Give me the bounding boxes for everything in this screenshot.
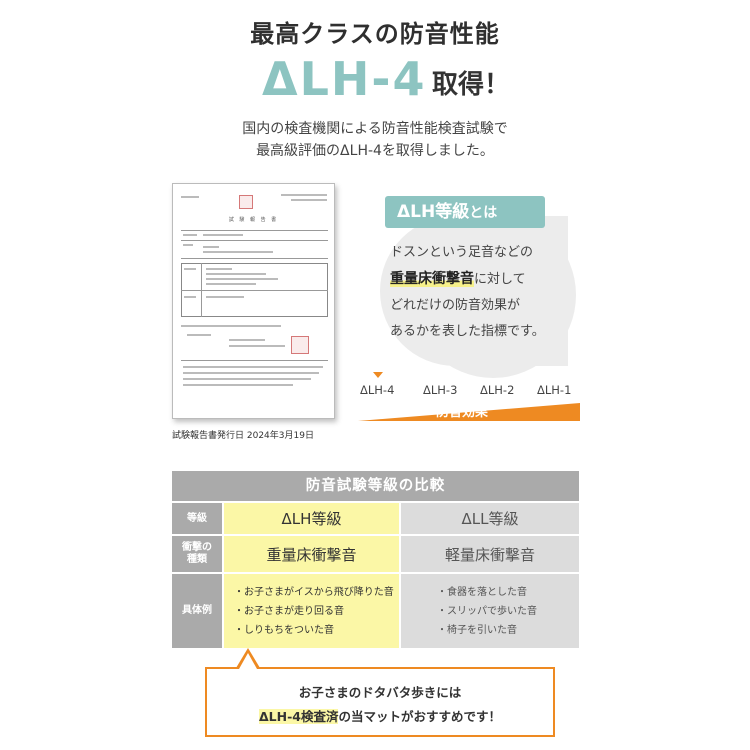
dlh-tag-main: ΔLH等級: [397, 202, 470, 222]
row-header-impact-type: 衝撃の 種類: [172, 536, 222, 572]
intro-text: 国内の検査機関による防音性能検査試験で 最高級評価のΔLH-4を取得しました。: [0, 118, 750, 162]
seal-bottom: [291, 336, 309, 354]
level-marker-icon: [373, 372, 383, 378]
report-title: 試 験 報 告 書: [228, 217, 279, 223]
light-example-item: ・スリッパで歩いた音: [437, 605, 537, 617]
expl-line-3: どれだけの防音効果が: [390, 298, 521, 313]
page-title: 最高クラスの防音性能: [250, 20, 500, 48]
row-header-impact-type-1: 衝撃の: [182, 542, 212, 553]
heavy-examples-cell: ・お子さまがイスから飛び降りた音 ・お子さまが走り回る音 ・しりもちをついた音: [224, 574, 399, 648]
seal-top: [239, 195, 253, 209]
comparison-table-title: 防音試験等級の比較: [172, 471, 579, 501]
dlh-tag-suffix: とは: [469, 205, 498, 221]
effect-label: 防音効果: [436, 405, 489, 420]
grade-heading: ΔLH-4: [262, 52, 427, 106]
dlh-grade-cell: ΔLH等級: [224, 503, 399, 534]
level-dlh3: ΔLH-3: [423, 383, 458, 397]
row-header-impact-type-2: 種類: [187, 554, 207, 565]
heavy-example-item: ・しりもちをついた音: [234, 624, 334, 636]
level-dlh1: ΔLH-1: [537, 383, 572, 397]
obtained-label: 取得！: [432, 70, 511, 100]
expl-line-4: あるかを表した指標です。: [390, 324, 545, 339]
recommendation-callout: [205, 667, 555, 737]
expl-highlight: 重量床衝撃音: [390, 271, 474, 287]
dlh-explanation: ドスンという足音などの 重量床衝撃音に対して どれだけの防音効果が あるかを表し…: [390, 240, 590, 345]
level-dlh2: ΔLH-2: [480, 383, 515, 397]
heavy-impact-cell: 重量床衝撃音: [224, 536, 399, 572]
light-example-item: ・食器を落とした音: [437, 586, 527, 598]
test-report-image: 試 験 報 告 書: [172, 183, 335, 419]
callout-highlight: ΔLH-4検査済: [258, 709, 339, 724]
dlh-definition-tag: ΔLH等級とは: [385, 196, 545, 228]
report-caption: 試験報告書発行日 2024年3月19日: [172, 431, 314, 441]
intro-line-1: 国内の検査機関による防音性能検査試験で: [242, 121, 508, 137]
row-header-grade: 等級: [172, 503, 222, 534]
expl-line-1: ドスンという足音などの: [390, 245, 534, 260]
callout-line-2: ΔLH-4検査済の当マットがおすすめです！: [205, 706, 555, 725]
light-example-item: ・椅子を引いた音: [437, 624, 517, 636]
effect-low-label: 低: [565, 407, 576, 420]
light-examples-cell: ・食器を落とした音 ・スリッパで歩いた音 ・椅子を引いた音: [401, 574, 579, 648]
callout-pointer-inner: [239, 653, 257, 669]
heavy-example-item: ・お子さまが走り回る音: [234, 605, 344, 617]
callout-line-2-rest: の当マットがおすすめです！: [338, 709, 501, 724]
row-header-examples: 具体例: [172, 574, 222, 648]
level-dlh4: ΔLH-4: [360, 383, 395, 397]
dll-grade-cell: ΔLL等級: [401, 503, 579, 534]
intro-line-2: 最高級評価のΔLH-4を取得しました。: [256, 143, 494, 159]
heavy-example-item: ・お子さまがイスから飛び降りた音: [234, 586, 394, 598]
callout-line-1: お子さまのドタバタ歩きには: [298, 685, 462, 700]
expl-line-2-rest: に対して: [474, 272, 526, 287]
light-impact-cell: 軽量床衝撃音: [401, 536, 579, 572]
explanation-circle: [410, 212, 576, 378]
effect-high-label: 高: [364, 405, 375, 418]
expl-line-2: 重量床衝撃音に対して: [390, 266, 590, 293]
